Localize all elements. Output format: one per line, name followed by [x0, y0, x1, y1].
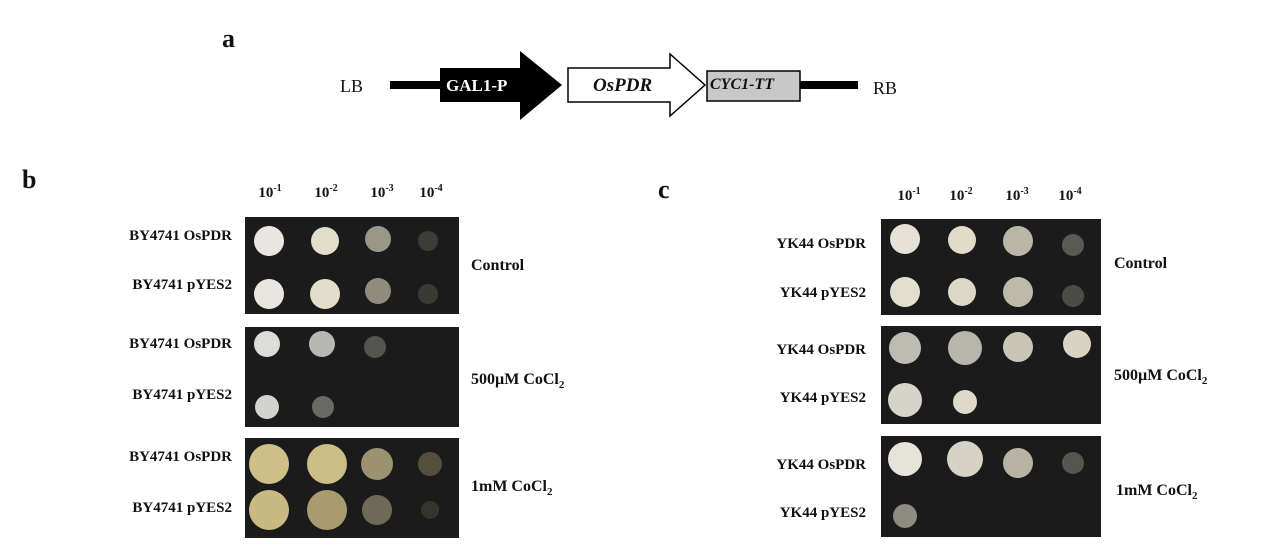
colony [418, 284, 438, 304]
colony [947, 441, 983, 477]
colony [361, 448, 393, 480]
backbone-line-left [390, 81, 450, 89]
dilution-b-2: 10-2 [314, 183, 338, 201]
dilution-b-4: 10-4 [419, 183, 443, 201]
rb-label: RB [873, 78, 898, 98]
c-plate-500um [881, 326, 1101, 424]
gal1-promoter-arrow [440, 51, 562, 120]
panel-a-letter: a [222, 24, 235, 53]
dilution-b-3: 10-3 [370, 183, 394, 201]
colony [254, 226, 284, 256]
b-row-2-label: BY4741 pYES2 [132, 277, 232, 293]
b-row-3-label: BY4741 OsPDR [129, 336, 232, 352]
c-condition-control: Control [1114, 255, 1168, 272]
c-plate-control [881, 219, 1101, 315]
c-plate-1mm [881, 436, 1101, 537]
colony [890, 277, 920, 307]
colony [1062, 452, 1084, 474]
gene-label: OsPDR [593, 75, 653, 96]
colony [364, 336, 386, 358]
b-row-1-label: BY4741 OsPDR [129, 228, 232, 244]
colony [1003, 277, 1033, 307]
colony [1003, 226, 1033, 256]
panel-c-letter: c [658, 175, 670, 204]
colony [1062, 285, 1084, 307]
colony [255, 395, 279, 419]
b-condition-1mm: 1mM CoCl2 [471, 478, 553, 499]
b-condition-control: Control [471, 257, 525, 274]
c-row-5-label: YK44 OsPDR [776, 457, 866, 473]
colony [249, 444, 289, 484]
c-row-4-label: YK44 pYES2 [779, 390, 866, 406]
colony [1062, 234, 1084, 256]
b-plate-control [245, 217, 459, 314]
dilution-b-1: 10-1 [258, 183, 282, 201]
colony [948, 331, 982, 365]
b-row-6-label: BY4741 pYES2 [132, 500, 232, 516]
dilution-c-1: 10-1 [897, 186, 921, 204]
colony [948, 278, 976, 306]
colony [365, 226, 391, 252]
dilution-c-3: 10-3 [1005, 186, 1029, 204]
lb-label: LB [340, 76, 364, 96]
b-row-5-label: BY4741 OsPDR [129, 449, 232, 465]
colony [254, 331, 280, 357]
b-plate-1mm [245, 438, 459, 538]
colony [418, 231, 438, 251]
colony [421, 501, 439, 519]
colony [1003, 332, 1033, 362]
ospdr-gene-arrow [567, 52, 707, 118]
dilution-c-4: 10-4 [1058, 186, 1082, 204]
b-plate-500um [245, 327, 459, 427]
colony [948, 226, 976, 254]
b-row-4-label: BY4741 pYES2 [132, 387, 232, 403]
colony [888, 383, 922, 417]
colony [1063, 330, 1091, 358]
colony [254, 279, 284, 309]
cyc1-terminator-box [706, 70, 801, 102]
dilution-c-2: 10-2 [949, 186, 973, 204]
c-row-1-label: YK44 OsPDR [776, 236, 866, 252]
colony [307, 444, 347, 484]
colony [890, 224, 920, 254]
b-condition-500um: 500µM CoCl2 [471, 371, 565, 392]
backbone-line-right [800, 81, 858, 89]
colony [418, 452, 442, 476]
construct-diagram [390, 51, 858, 120]
c-row-6-label: YK44 pYES2 [779, 505, 866, 521]
colony [311, 227, 339, 255]
panel-b-letter: b [22, 165, 37, 194]
colony [889, 332, 921, 364]
c-row-3-label: YK44 OsPDR [776, 342, 866, 358]
colony [365, 278, 391, 304]
c-condition-1mm: 1mM CoCl2 [1116, 482, 1198, 503]
promoter-label: GAL1-P [446, 76, 508, 95]
colony [1003, 448, 1033, 478]
colony [249, 490, 289, 530]
colony [309, 331, 335, 357]
colony [307, 490, 347, 530]
c-row-2-label: YK44 pYES2 [779, 285, 866, 301]
colony [310, 279, 340, 309]
colony [312, 396, 334, 418]
terminator-label: CYC1-TT [710, 76, 774, 93]
colony [888, 442, 922, 476]
colony [362, 495, 392, 525]
colony [953, 390, 977, 414]
c-condition-500um: 500µM CoCl2 [1114, 367, 1208, 388]
colony [893, 504, 917, 528]
